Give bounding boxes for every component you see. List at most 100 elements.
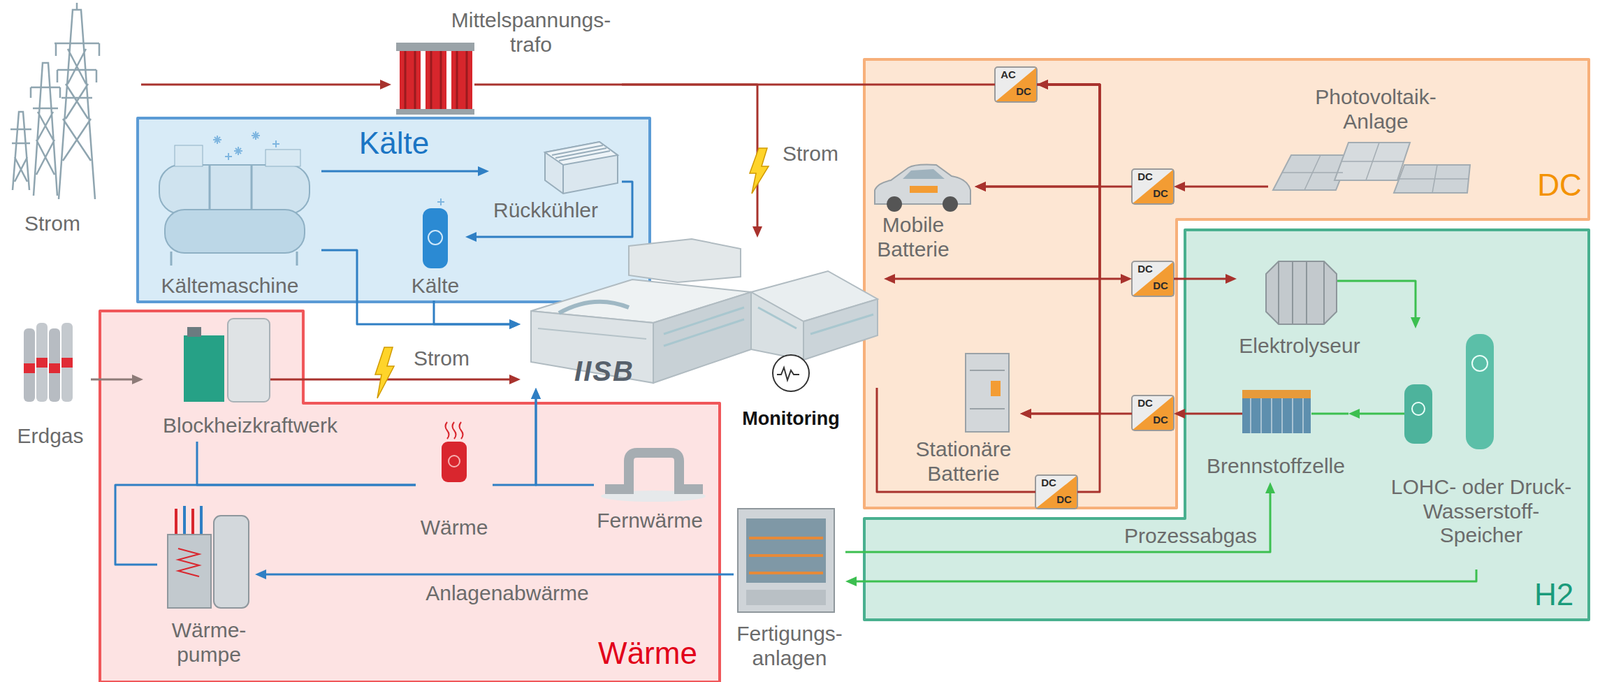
dc-converter: DCDC [1035,475,1078,509]
label-text: Brennstoffzelle [1206,454,1345,479]
production-equipment-icon [746,589,826,606]
heat-area-outline [99,310,720,682]
converter-symbol [1035,475,1078,509]
heat-storage-icon [441,441,467,483]
chp-icon [227,318,270,402]
heat-pump-icon [178,548,200,577]
label-text: Wärme- pumpe [166,618,251,667]
h2-area-outline [864,229,1589,620]
label-text: IISB [574,354,635,388]
converter-symbol [1131,261,1174,297]
label-text: DC [1137,263,1153,276]
chiller-icon [159,164,310,214]
pylon-icon [30,62,61,196]
edge-label: Anlagenabwärme [425,581,589,606]
label-text: DC [1137,397,1153,410]
building-icon [537,328,647,339]
gas-cylinders-icon [36,322,48,402]
arrowhead [509,319,521,330]
dc-converter: ACDC [994,67,1037,103]
label-text: LOHC- oder Druck- Wasserstoff- Speicher [1386,475,1576,548]
connector-line [263,573,734,576]
label-text: Rückkühler [493,198,599,223]
converter-symbol [1035,475,1078,509]
label-text: Kältemaschine [161,273,300,299]
chp-icon [187,326,202,337]
building-icon [653,292,752,383]
label-text: DC [1152,187,1169,200]
label-text: Mobile Batterie [871,213,956,262]
stationary-battery-icon [969,370,1005,409]
stationary-battery-icon [990,380,1001,397]
wire-stub [270,378,357,381]
gas-cylinders-icon [23,363,35,374]
arrowhead [531,387,541,399]
car-icon [902,169,945,179]
converter-symbol [1131,261,1174,297]
transformer-icon [451,51,473,111]
transformer-icon [405,51,467,111]
converter-symbol [1131,395,1174,431]
monitoring-icon [772,354,810,392]
cooling-area-outline [137,118,650,302]
connector [433,300,521,330]
label-text: AC [1000,69,1016,82]
chiller-icon [159,131,310,266]
building-icon [558,301,629,314]
label-text: Fertigungs- anlagen [732,621,847,671]
hydrogen-tank-icon [1472,355,1488,372]
hydrogen-tank-icon [1412,402,1425,416]
connector-line [433,300,513,325]
lightning-symbol [375,347,395,399]
connector-line [1356,412,1387,416]
fuel-cell-icon [1242,389,1311,399]
wire-stub [474,83,622,86]
label-text: Kälte [411,273,460,299]
connector-line [356,378,513,381]
arrowhead [531,387,541,399]
chp-icon [183,335,225,402]
connector-line [1182,185,1269,188]
arrowhead [845,576,857,587]
label-text: DC [1152,280,1169,293]
connector-line [1028,412,1132,416]
converter-symbol [994,67,1037,103]
label-text: Mittelspannungs- trafo [447,8,615,57]
recooler-icon [544,141,618,194]
transformer-icon [396,42,475,52]
wire-stub [1311,412,1349,416]
label-text: DC [1056,493,1072,506]
building-icon [751,292,804,360]
car-icon [942,196,958,212]
transformer-icon [399,51,421,111]
label-text: Wärme [598,635,698,672]
heat-pump-icon [167,534,212,608]
arrowhead [509,319,521,330]
building-icon [663,307,874,346]
converter-symbol [994,67,1037,103]
power-grid: Strom [8,5,142,240]
connector-line [1182,412,1206,416]
connector-line [1173,278,1229,281]
lightning-symbol [749,148,769,194]
hydrogen-tank-icon [1465,333,1494,450]
chiller-icon [164,209,305,253]
connector [621,84,995,86]
gas-cylinders-icon [48,363,61,374]
label-text: Strom [24,211,81,237]
fuel-cell-icon [1242,398,1311,434]
edge-label-box: Anlagenabwärme [425,581,589,606]
chiller-icon [265,149,301,167]
heat-storage-icon [448,455,460,467]
label-text: DC [1537,167,1582,204]
transformer-icon [396,108,475,115]
gas-cylinders-icon [61,357,73,368]
fuel-cell-icon [1250,398,1304,434]
connector-line [321,170,481,173]
wire-stub [1205,412,1243,416]
label-text: Blockheizkraftwerk [162,413,338,439]
electrolyser-icon [1266,261,1337,325]
edge-label: Prozessabgas [1124,524,1257,549]
label-text: Monitoring [742,408,840,430]
fuel-cell-icon [1242,389,1311,434]
